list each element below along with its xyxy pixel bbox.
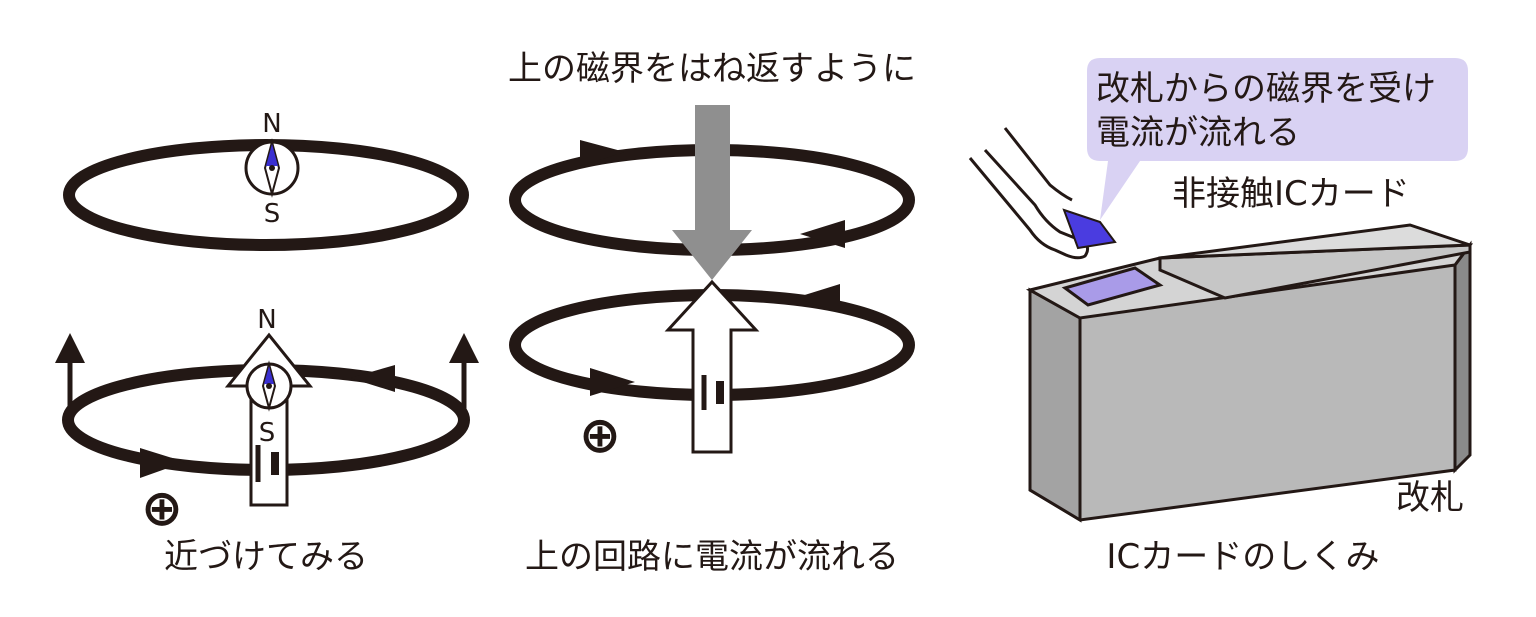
current-arrow-bottom-icon [140,448,185,478]
current-arrow-top-icon [350,365,395,392]
bottom-compass-n-label: N [257,305,276,335]
left-plus-symbol: ⊕ [141,479,183,537]
bubble-text-line-1: 改札からの磁界を受け [1096,69,1436,109]
middle-bottom-current-arrow-right-icon [590,368,635,396]
middle-top-caption: 上の磁界をはね返すように [508,49,916,89]
top-compass-icon [244,138,300,198]
induced-field-arrow-icon [664,279,760,454]
top-compass-n-label: N [262,109,281,139]
middle-caption: 上の回路に電流が流れる [525,537,899,577]
right-caption: ICカードのしくみ [1106,537,1379,577]
gate-label: 改札 [1396,478,1464,518]
bottom-compass-icon [245,360,293,412]
card-reader-icon [1061,266,1164,307]
ic-card-icon [1062,208,1117,250]
middle-bottom-current-arrow-left-icon [795,284,840,312]
middle-top-current-arrow-left-icon [800,220,845,248]
middle-top-current-arrow-right-icon [580,140,625,166]
bottom-compass-s-label: S [259,418,276,448]
battery-icon [255,445,279,482]
right-panel: 改札からの磁界を受け 電流が流れる 非接触ICカード 改札 ICカードのしくみ [968,58,1474,577]
left-panel: N S N S ⊕ 近づけてみる [55,109,479,577]
middle-panel: 上の磁界をはね返すように ⊕ 上の回路に電流が流れる [508,49,916,577]
top-compass-s-label: S [264,199,281,229]
left-caption: 近づけてみる [164,537,368,577]
speech-bubble [1087,58,1468,220]
ticket-gate-icon [1025,223,1474,523]
middle-plus-symbol: ⊕ [579,406,621,464]
middle-battery-icon [701,375,724,410]
card-label: 非接触ICカード [1172,174,1410,214]
bubble-text-line-2: 電流が流れる [1096,113,1300,153]
hand-icon [968,127,1090,260]
repel-field-arrow-icon [672,105,752,280]
